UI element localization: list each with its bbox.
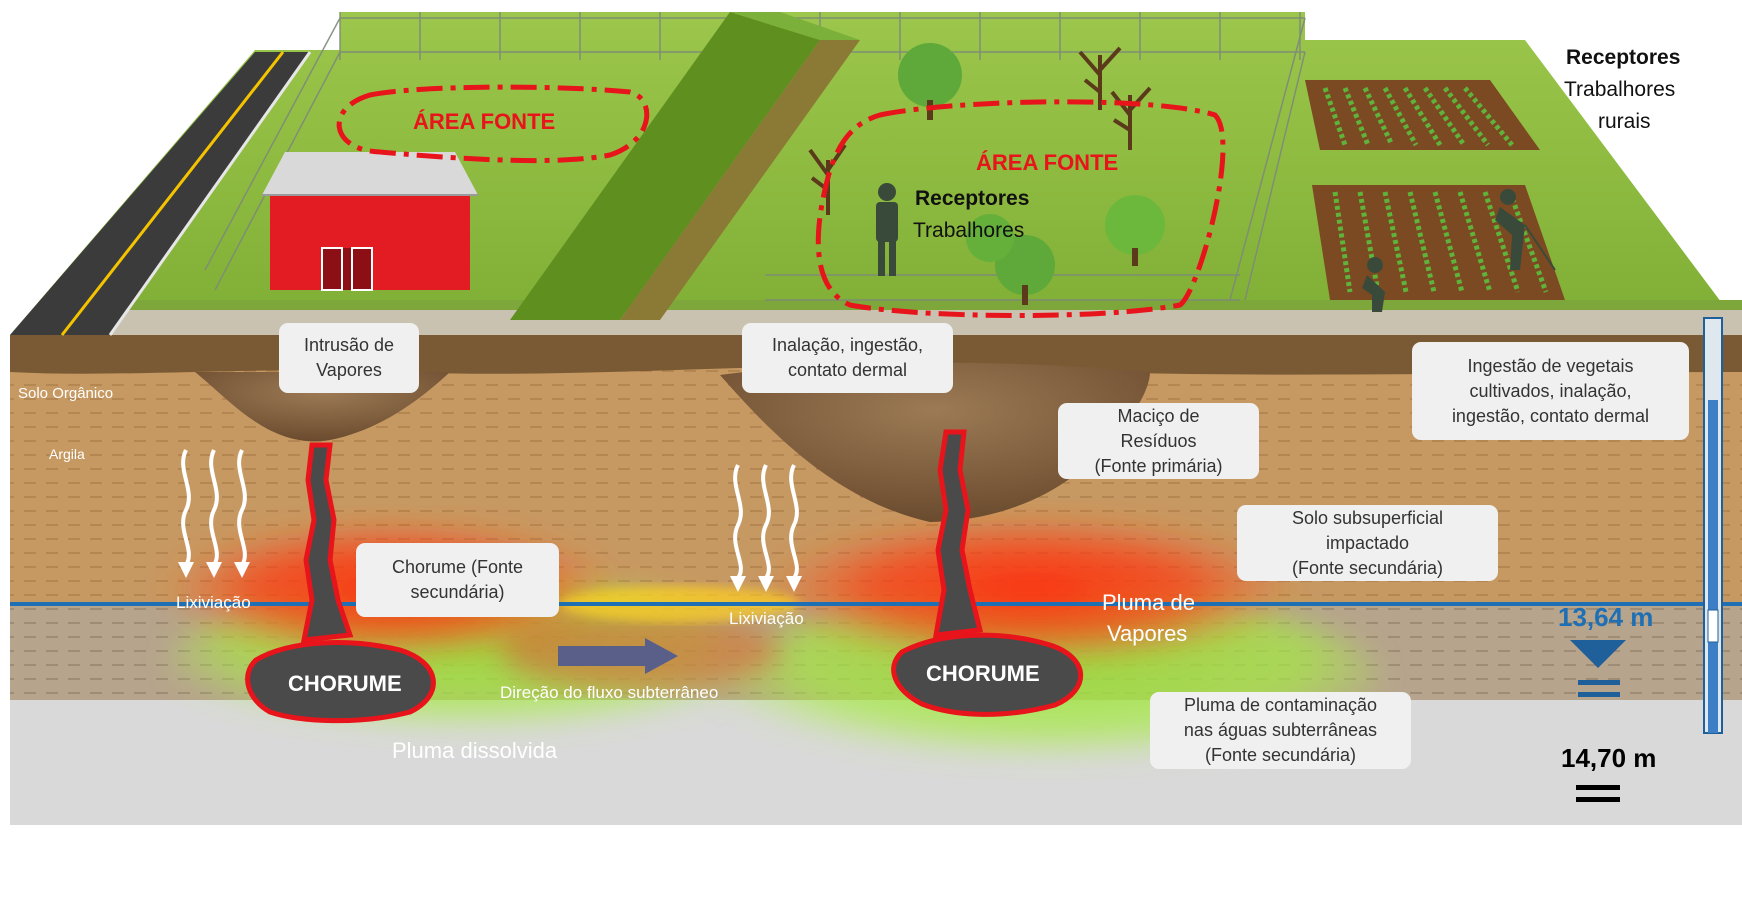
grass-front-edge	[110, 300, 1742, 310]
source-areas	[336, 84, 1226, 319]
wavy-arrow-icon	[733, 464, 743, 580]
leachate-columns	[245, 429, 1084, 724]
source-area-outline-1	[336, 84, 650, 164]
receptores-sub: Trabalhores	[913, 219, 1025, 242]
leachate-column-2	[932, 429, 984, 638]
fence-right	[1229, 17, 1306, 301]
box-line: Ingestão de vegetais	[1467, 355, 1634, 376]
well-icon	[1703, 317, 1723, 734]
box-line: nas águas subterrâneas	[1183, 720, 1378, 740]
road-edge	[108, 51, 312, 336]
solo-organico-label: Solo Orgânico	[18, 385, 114, 402]
box-line: Vapores	[316, 360, 382, 380]
wavy-arrow-icon	[789, 464, 799, 580]
solo-subsuperficial-box: Solo subsuperficial impactado (Fonte sec…	[1237, 505, 1498, 581]
macico-residuos-box: Maciço de Resíduos (Fonte primária)	[1058, 403, 1259, 479]
box-line: impactado	[1325, 532, 1410, 553]
leachate-column-1	[300, 442, 354, 643]
box-line: Pluma de contaminação	[1183, 695, 1378, 715]
box-line: (Fonte secundária)	[1291, 557, 1444, 578]
box-line: contato dermal	[787, 360, 908, 380]
box-line: Maciço de	[1117, 405, 1200, 426]
lixiviacao-label-2: Lixiviação	[729, 609, 804, 628]
receptores-rurais-line2: rurais	[1598, 110, 1651, 133]
flow-direction-arrow	[558, 638, 678, 674]
wavy-arrow-icon	[209, 449, 219, 567]
road	[10, 52, 310, 335]
chorume-pool-2	[891, 632, 1084, 717]
bottom-level-depth: 14,70 m	[1561, 743, 1657, 773]
box-line: Resíduos	[1120, 430, 1197, 451]
box-line: ingestão, contato dermal	[1451, 405, 1650, 426]
pluma-vapores-line2: Vapores	[1107, 621, 1188, 646]
box-line: Chorume (Fonte	[391, 557, 524, 577]
chorume-label-1: CHORUME	[288, 671, 402, 696]
chorume-fonte-box: Chorume (Fonte secundária)	[356, 543, 559, 617]
box-line: cultivados, inalação,	[1469, 380, 1632, 401]
trees	[808, 43, 1165, 305]
leaching-arrows-1	[181, 449, 247, 567]
leaching-arrowheads-1	[178, 562, 250, 578]
chorume-label-2: CHORUME	[926, 661, 1040, 686]
box-line: Intrusão de	[303, 335, 395, 355]
lixiviacao-label-1: Lixiviação	[176, 593, 251, 612]
receptores-title: Receptores	[915, 187, 1030, 210]
box-line: (Fonte primária)	[1094, 455, 1223, 476]
waste-mound-2	[720, 362, 1150, 522]
receptores-rurais-title: Receptores	[1566, 46, 1681, 69]
road-centerline	[60, 51, 285, 336]
receptores-rurais-line1: Trabalhores	[1564, 78, 1676, 101]
box-line: secundária)	[410, 582, 505, 602]
pluma-vapores-line1: Pluma de	[1102, 590, 1195, 615]
intrusao-vapores-box: Intrusão de Vapores	[279, 323, 419, 393]
wavy-arrow-icon	[181, 449, 191, 567]
berm	[510, 12, 860, 320]
box-line: Solo subsuperficial	[1291, 507, 1444, 528]
argila-label: Argila	[49, 446, 85, 462]
bottom-level-marker	[1576, 785, 1620, 802]
worker-icon	[1495, 189, 1556, 271]
box-line: Inalação, ingestão,	[771, 335, 924, 355]
water-level-depth: 13,64 m	[1558, 602, 1654, 632]
barn-icon	[262, 152, 478, 291]
water-level-triangle-icon	[1570, 640, 1626, 697]
pluma-agua-box: Pluma de contaminação nas águas subterrâ…	[1150, 692, 1411, 769]
ingestao-vegetais-box: Ingestão de vegetais cultivados, inalaçã…	[1412, 342, 1689, 440]
wavy-arrow-icon	[237, 449, 247, 567]
worker-icon	[1362, 257, 1385, 312]
wavy-arrow-icon	[761, 464, 771, 580]
chorume-pool-1	[245, 640, 436, 724]
inalacao-box: Inalação, ingestão, contato dermal	[742, 323, 953, 393]
leaching-arrowheads-2	[730, 576, 802, 592]
tree-icon	[966, 214, 1014, 262]
direcao-fluxo-label: Direção do fluxo subterrâneo	[500, 683, 719, 702]
leaching-arrows-2	[733, 464, 799, 580]
pluma-dissolvida-label: Pluma dissolvida	[392, 738, 558, 763]
workers	[876, 183, 1556, 312]
box-line: (Fonte secundária)	[1204, 745, 1357, 765]
worker-icon	[876, 183, 898, 276]
source-area-outline-2	[815, 99, 1226, 319]
tree-icon	[1105, 195, 1165, 266]
sidewalk-strip	[10, 310, 1742, 335]
vapor-plume-red-2	[760, 515, 1300, 665]
area-fonte-label-1: ÁREA FONTE	[413, 109, 556, 134]
area-fonte-label-2: ÁREA FONTE	[976, 150, 1119, 175]
